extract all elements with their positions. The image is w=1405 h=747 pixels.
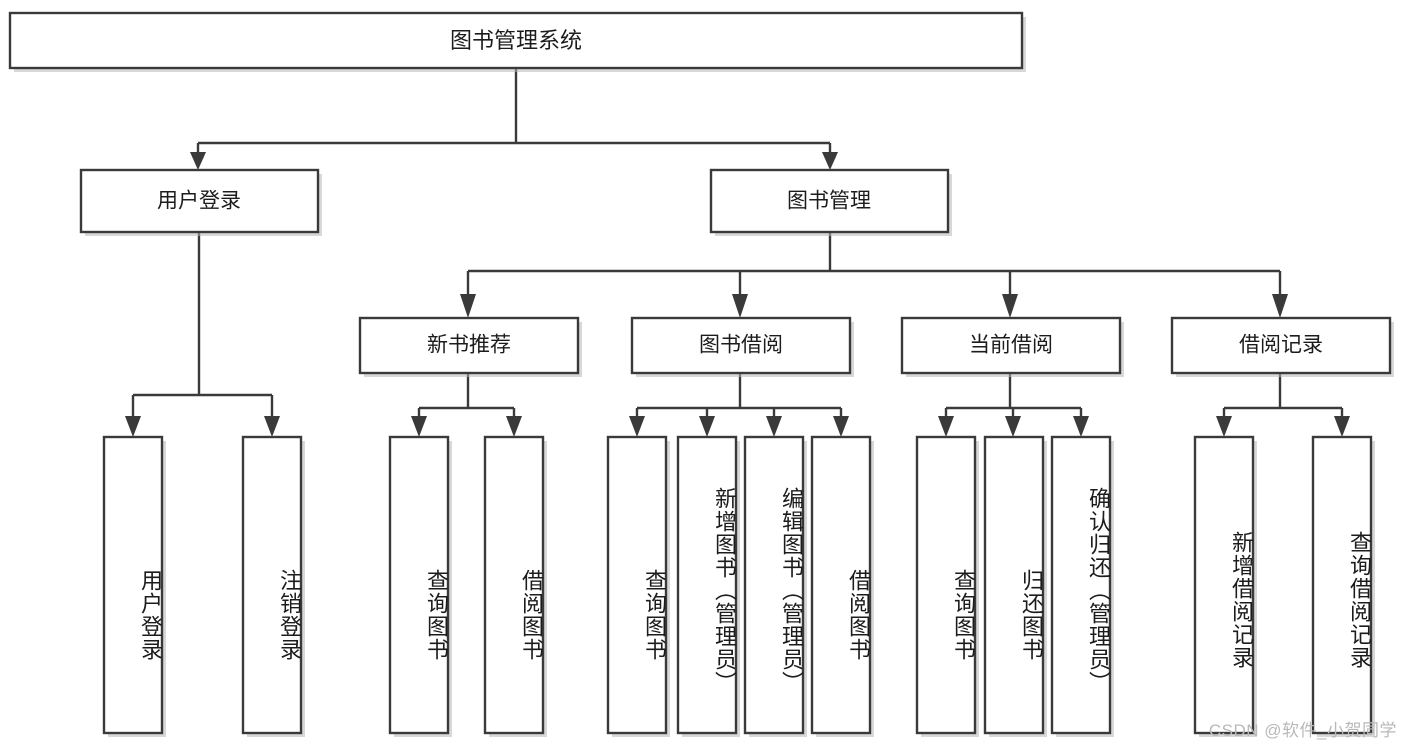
leaf-node-query-book-3[interactable] (915, 435, 979, 737)
leaf-confirm-return-box (1050, 435, 1112, 735)
node-new-book-recommend[interactable]: 新书推荐 (358, 316, 582, 377)
leaf-node-add-borrow-record[interactable] (1193, 435, 1257, 737)
node-user-login-box (79, 168, 320, 234)
node-borrow-record[interactable]: 借阅记录 (1170, 316, 1394, 377)
node-borrow-record-label: 借阅记录 (1239, 334, 1323, 357)
node-book-management-label: 图书管理 (787, 190, 871, 213)
arrow-to-leaf-edit-book (766, 416, 782, 437)
arrow-to-new-book-recommend (460, 294, 476, 318)
node-root-box (8, 11, 1024, 70)
leaf-node-query-book-1[interactable] (388, 435, 452, 737)
leaf-node-confirm-return[interactable] (1050, 435, 1114, 737)
leaf-query-borrow-record-box (1311, 435, 1373, 735)
node-book-management[interactable]: 图书管理 (709, 168, 952, 236)
leaf-return-book-box (983, 435, 1045, 735)
leaf-node-query-book-2[interactable] (606, 435, 670, 737)
node-current-borrow[interactable]: 当前借阅 (900, 316, 1124, 377)
arrow-to-leaf-borrow-book-1 (506, 416, 522, 437)
leaf-query-book-1-box (388, 435, 450, 735)
leaf-node-add-book[interactable] (676, 435, 740, 737)
arrow-to-book-borrow (732, 294, 748, 318)
node-current-borrow-box (900, 316, 1122, 375)
leaf-node-user-login[interactable] (102, 435, 166, 737)
arrow-to-borrow-record (1272, 294, 1288, 318)
leaf-query-book-3-box (915, 435, 977, 735)
leaf-user-logout-box (241, 435, 303, 735)
arrow-to-leaf-borrow-book-2 (833, 416, 849, 437)
leaf-borrow-book-2-box (810, 435, 872, 735)
leaf-node-query-borrow-record[interactable] (1311, 435, 1375, 737)
arrow-to-leaf-user-logout (264, 416, 280, 437)
node-book-borrow-label: 图书借阅 (699, 334, 783, 357)
node-borrow-record-box (1170, 316, 1392, 375)
leaf-add-book-box (676, 435, 738, 735)
leaf-node-edit-book[interactable] (743, 435, 807, 737)
leaf-query-book-2-box (606, 435, 668, 735)
node-new-book-recommend-label: 新书推荐 (427, 334, 511, 357)
leaf-edit-book-box (743, 435, 805, 735)
leaf-node-borrow-book-2[interactable] (810, 435, 874, 737)
node-new-book-recommend-box (358, 316, 580, 375)
arrow-to-leaf-confirm-return (1073, 416, 1089, 437)
arrow-to-leaf-return-book (1005, 416, 1021, 437)
arrow-to-leaf-query-book-1 (411, 416, 427, 437)
arrow-to-leaf-query-book-3 (938, 416, 954, 437)
node-book-borrow[interactable]: 图书借阅 (630, 316, 854, 377)
node-book-management-box (709, 168, 950, 234)
arrow-to-leaf-user-login (125, 416, 141, 437)
arrow-root-to-book-management (822, 152, 838, 170)
leaf-borrow-book-1-box (483, 435, 545, 735)
csdn-watermark: CSDN @软件_小贺同学 (1208, 721, 1397, 740)
arrow-to-current-borrow (1002, 294, 1018, 318)
arrow-to-leaf-query-book-2 (629, 416, 645, 437)
connector-layer (125, 68, 1350, 437)
leaf-node-borrow-book-1[interactable] (483, 435, 547, 737)
leaf-node-user-logout[interactable] (241, 435, 305, 737)
node-root[interactable]: 图书管理系统 (8, 11, 1026, 72)
node-root-label: 图书管理系统 (450, 28, 582, 53)
arrow-to-leaf-add-borrow-record (1216, 416, 1232, 437)
leaf-user-login-box (102, 435, 164, 735)
arrow-root-to-user-login (190, 152, 206, 170)
arrow-to-leaf-query-borrow-record (1334, 416, 1350, 437)
leaf-add-borrow-record-box (1193, 435, 1255, 735)
arrow-to-leaf-add-book (699, 416, 715, 437)
node-book-borrow-box (630, 316, 852, 375)
leaf-node-return-book[interactable] (983, 435, 1047, 737)
node-user-login[interactable]: 用户登录 (79, 168, 322, 236)
node-current-borrow-label: 当前借阅 (969, 334, 1053, 357)
leaf-boxes-layer (102, 435, 1375, 737)
node-user-login-label: 用户登录 (157, 190, 241, 213)
